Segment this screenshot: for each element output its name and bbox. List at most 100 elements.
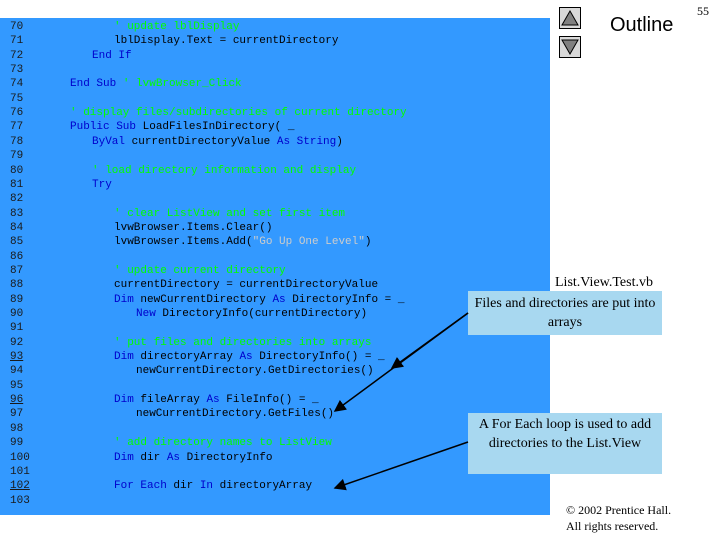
code-token: lvwBrowser.Items.Add( [114, 236, 253, 249]
copyright-line-1: © 2002 Prentice Hall. [566, 503, 672, 517]
code-token: DirectoryInfo() = _ [252, 351, 385, 364]
line-number: 88 [10, 279, 24, 292]
line-number: 78 [10, 135, 24, 148]
code-text: Dim directoryArray As DirectoryInfo() = … [114, 350, 385, 364]
code-token: dir [133, 451, 167, 464]
triangle-down-icon [561, 39, 579, 55]
line-number: 80 [10, 164, 24, 177]
code-token: ) [364, 236, 372, 249]
code-text: End Sub ' lvwBrowser_Click [70, 77, 242, 91]
line-number: 95 [10, 379, 24, 392]
code-text: New DirectoryInfo(currentDirectory) [136, 307, 367, 321]
code-token: lblDisplay.Text = currentDirectory [114, 35, 339, 48]
line-number: 76 [10, 107, 24, 120]
line-number: 79 [10, 150, 24, 163]
code-token: ' load directory information and display [92, 164, 357, 177]
outline-title: Outline [610, 14, 674, 36]
line-number: 87 [10, 264, 24, 277]
code-token: directoryArray [133, 351, 240, 364]
page-number: 55 [697, 4, 709, 18]
code-token: ' put files and directories into arrays [114, 336, 372, 349]
callout-arrays: Files and directories are put into array… [468, 291, 662, 335]
line-number: 81 [10, 178, 24, 191]
code-text: ' update current directory [114, 264, 286, 278]
line-number: 77 [10, 121, 24, 134]
copyright: © 2002 Prentice Hall. All rights reserve… [566, 502, 671, 534]
code-text: newCurrentDirectory.GetFiles() [136, 407, 334, 421]
code-token: As [166, 451, 181, 464]
code-text: ' load directory information and display [92, 164, 356, 178]
code-token: As String [276, 135, 337, 148]
code-token: New [136, 308, 156, 320]
code-token: ' display files/subdirectories of curren… [70, 107, 407, 120]
line-number: 101 [10, 465, 30, 478]
code-token: As [239, 351, 253, 364]
code-text: For Each dir In directoryArray [114, 479, 312, 493]
code-text: Public Sub LoadFilesInDirectory( _ [70, 120, 294, 134]
code-text: Dim dir As DirectoryInfo [114, 451, 272, 465]
code-text: Dim newCurrentDirectory As DirectoryInfo… [114, 293, 404, 307]
line-number: 73 [10, 64, 24, 77]
code-text: lvwBrowser.Items.Add("Go Up One Level") [114, 235, 371, 249]
code-token: currentDirectoryValue [125, 135, 277, 148]
code-token: Try [92, 178, 112, 191]
line-number: 72 [10, 49, 24, 62]
line-number: 92 [10, 336, 24, 349]
line-number: 75 [10, 92, 24, 105]
line-number: 96 [10, 394, 24, 407]
line-number: 85 [10, 236, 24, 249]
code-text: currentDirectory = currentDirectoryValue [114, 278, 378, 292]
code-token: Public Sub [70, 121, 137, 134]
code-token: As [272, 293, 286, 306]
code-token: Dim [114, 293, 134, 306]
outline-up-button[interactable] [559, 7, 581, 29]
code-text: Dim fileArray As FileInfo() = _ [114, 393, 319, 407]
code-token: ' clear ListView and set first item [114, 207, 346, 220]
callout-for-each: A For Each loop is used to add directori… [468, 413, 662, 474]
code-text: lvwBrowser.Items.Clear() [114, 221, 272, 235]
code-token: As [206, 394, 220, 407]
code-token: DirectoryInfo(currentDirectory) [155, 308, 368, 320]
code-text: ' clear ListView and set first item [114, 207, 345, 221]
code-text: newCurrentDirectory.GetDirectories() [136, 364, 374, 378]
line-number: 74 [10, 78, 24, 91]
code-token: ByVal [92, 135, 126, 148]
code-text: ' display files/subdirectories of curren… [70, 106, 407, 120]
line-number: 71 [10, 35, 24, 48]
code-token: newCurrentDirectory.GetDirectories() [136, 365, 374, 378]
line-number: 100 [10, 451, 30, 464]
line-number: 83 [10, 207, 24, 220]
code-token: newCurrentDirectory.GetFiles() [136, 408, 335, 421]
code-token: End If [92, 49, 132, 62]
line-number: 102 [10, 480, 30, 493]
line-number: 91 [10, 322, 24, 335]
code-token: Dim [114, 394, 134, 407]
code-token: End Sub [70, 78, 117, 91]
line-number: 99 [10, 437, 24, 450]
code-token: ' add directory names to ListView [114, 437, 332, 450]
code-token: ' update lblDisplay [114, 21, 240, 33]
line-number: 70 [10, 21, 24, 33]
code-token: ' update current directory [114, 264, 286, 277]
code-token: fileArray [133, 394, 207, 407]
line-number: 93 [10, 351, 24, 364]
code-text: End If [92, 49, 132, 63]
code-text: ' add directory names to ListView [114, 436, 332, 450]
code-token: ) [336, 135, 343, 148]
code-text: ByVal currentDirectoryValue As String) [92, 135, 343, 149]
code-token: dir [166, 480, 200, 493]
line-number: 90 [10, 308, 24, 320]
file-title: List.View.Test.vb [555, 275, 653, 290]
triangle-up-icon [561, 10, 579, 26]
code-panel [0, 18, 550, 515]
code-token: DirectoryInfo [180, 451, 273, 464]
line-number: 84 [10, 221, 24, 234]
code-text: ' update lblDisplay [114, 20, 239, 34]
code-token: LoadFilesInDirectory( _ [136, 121, 295, 134]
line-number: 82 [10, 193, 24, 206]
code-token: "Go Up One Level" [252, 236, 365, 249]
outline-down-button[interactable] [559, 36, 581, 58]
line-number: 94 [10, 365, 24, 378]
code-token: lvwBrowser.Items.Clear() [114, 221, 273, 234]
